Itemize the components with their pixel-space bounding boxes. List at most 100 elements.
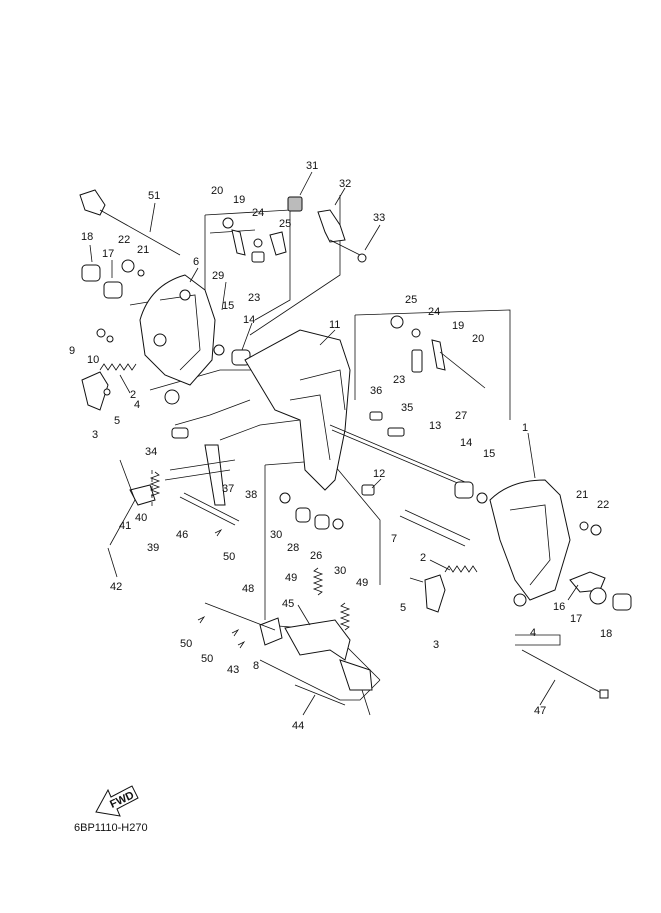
callout-label: 30	[270, 529, 282, 541]
part-19-20-23-24-25-right	[390, 315, 486, 389]
callout-label: 46	[176, 529, 188, 541]
callout-label: 15	[483, 448, 495, 460]
callout-label: 11	[329, 319, 340, 331]
callout-label: 25	[279, 218, 291, 230]
callout-label: 5	[400, 602, 406, 614]
callout-label: 45	[282, 598, 294, 610]
callout-label: 30	[334, 565, 346, 577]
callout-label: 2	[130, 389, 136, 401]
group-outlines	[129, 195, 561, 701]
callout-label: 37	[222, 483, 234, 495]
callout-label: 47	[534, 705, 546, 717]
callout-label: 22	[118, 234, 130, 246]
callout-label: 3	[433, 639, 439, 651]
callout-label: 12	[373, 468, 385, 480]
callout-label: 25	[405, 294, 417, 306]
callout-label: 10	[87, 354, 99, 366]
callout-label: 27	[455, 410, 467, 422]
callout-label: 3	[92, 429, 98, 441]
callout-label: 51	[148, 190, 160, 202]
callout-label: 17	[570, 613, 582, 625]
callout-label: 5	[114, 415, 120, 427]
part-2-spring-left	[99, 363, 137, 371]
callout-label: 24	[252, 207, 264, 219]
part-8-bolt	[521, 649, 609, 699]
callout-label: 21	[576, 489, 588, 501]
callout-label: 35	[401, 402, 413, 414]
callout-label: 4	[530, 627, 536, 639]
part-49-springs	[312, 567, 351, 631]
callout-label: 43	[227, 664, 239, 676]
callout-label: 32	[339, 178, 351, 190]
part-51-cable	[79, 189, 181, 256]
callout-label: 4	[134, 399, 140, 411]
callout-label: 44	[292, 720, 304, 732]
callout-label: 23	[248, 292, 260, 304]
callout-label: 40	[135, 512, 147, 524]
part-1-bracket-right	[489, 479, 571, 607]
part-16-17-18-right	[569, 521, 632, 611]
callout-label: 42	[110, 581, 122, 593]
callout-label: 9	[69, 345, 75, 357]
callout-label: 50	[180, 638, 192, 650]
part-31-32-33-lever	[287, 196, 367, 263]
callout-label: 17	[102, 248, 114, 260]
part-13-shaft	[329, 424, 468, 488]
part-2-3-5-right	[409, 565, 478, 613]
callout-label: 1	[522, 422, 528, 434]
part-14-15-bushing-center	[213, 344, 251, 366]
callout-label: 29	[212, 270, 224, 282]
part-37-38-39-40-41-42-tilt-lock	[109, 444, 236, 546]
callout-label: 38	[245, 489, 257, 501]
callout-label: 13	[429, 420, 441, 432]
callout-label: 49	[356, 577, 368, 589]
part-12-35-36-bolts	[361, 411, 405, 496]
callout-label: 24	[428, 306, 440, 318]
callout-label: 49	[285, 572, 297, 584]
callout-label: 50	[223, 551, 235, 563]
part-4-bushing-left	[164, 389, 180, 405]
callout-label: 26	[310, 550, 322, 562]
callout-label: 20	[472, 333, 484, 345]
callout-label: 23	[393, 374, 405, 386]
callout-label: 14	[243, 314, 255, 326]
part-50-clips	[197, 528, 246, 649]
part-46-pin	[179, 492, 240, 526]
callout-label: 18	[81, 231, 93, 243]
callout-label: 22	[597, 499, 609, 511]
callout-label: 6	[193, 256, 199, 268]
document-code: 6BP1110-H270	[74, 822, 148, 834]
part-26-28-30-bushings	[279, 492, 344, 530]
callout-label: 34	[145, 446, 157, 458]
part-47-48-pins	[204, 602, 346, 706]
callout-label: 19	[452, 320, 464, 332]
callout-label: 7	[391, 533, 397, 545]
part-9-10-washer	[96, 328, 114, 343]
callout-labels: 51 20 19 24 25 31 32 33 18 22 21 17 6 29…	[69, 160, 612, 732]
fwd-arrow-icon: FWD	[95, 785, 139, 817]
callout-label: 19	[233, 194, 245, 206]
callout-label: 16	[553, 601, 565, 613]
part-43-44-45-tilt-lever	[259, 617, 373, 691]
leader-lines	[89, 171, 579, 716]
callout-label: 28	[287, 542, 299, 554]
callout-label: 39	[147, 542, 159, 554]
part-17-18-bushings-left	[81, 259, 145, 299]
callout-label: 8	[253, 660, 259, 672]
part-3-plate-left	[81, 371, 111, 411]
part-6-bracket-left	[139, 274, 216, 386]
callout-label: 33	[373, 212, 385, 224]
callout-label: 41	[119, 520, 131, 532]
part-7-shaft	[399, 509, 471, 547]
part-19-20-24-25-top	[209, 217, 287, 263]
callout-label: 18	[600, 628, 612, 640]
part-34-bushing	[171, 427, 189, 439]
callout-label: 2	[420, 552, 426, 564]
callout-label: 48	[242, 583, 254, 595]
callout-label: 20	[211, 185, 223, 197]
callout-label: 21	[137, 244, 149, 256]
part-11-swivel-bracket	[244, 329, 351, 491]
callout-label: 14	[460, 437, 472, 449]
